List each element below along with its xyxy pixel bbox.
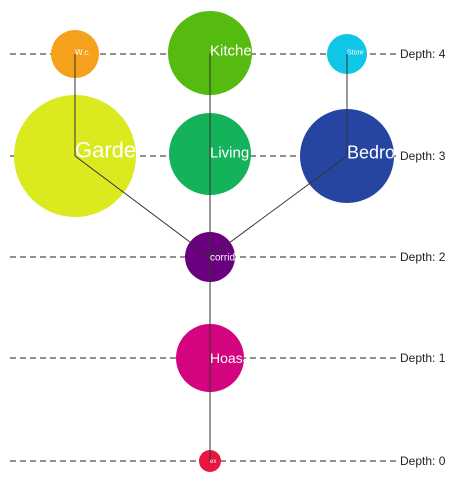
edge-corridor-garden (74, 155, 211, 258)
node-label-hoasa: Hoasa (210, 350, 251, 366)
depth-label-4: Depth: 4 (400, 47, 446, 61)
node-label-store: Store (347, 49, 364, 56)
node-label-living: Living (210, 144, 249, 161)
depth-label-0: Depth: 0 (400, 454, 446, 468)
node-label-wc: W.c. (75, 48, 91, 57)
edge-corridor-bedroom (209, 155, 348, 258)
depth-label-3: Depth: 3 (400, 149, 446, 163)
depth-label-2: Depth: 2 (400, 250, 446, 264)
node-label-garden: Garden (75, 138, 148, 163)
edges (74, 53, 348, 461)
depth-labels: Depth: 4 Depth: 3 Depth: 2 Depth: 1 Dept… (400, 47, 446, 468)
depth-label-1: Depth: 1 (400, 351, 446, 365)
node-label-corridor: corridor (210, 253, 245, 264)
nodes (14, 11, 394, 472)
node-label-root: ex (210, 459, 216, 465)
node-label-kitchen: Kitchen (210, 42, 260, 59)
node-label-bedroom: Bedroom (347, 142, 420, 162)
node-labels: ex Hoasa corridor Garden Living Bedroom … (75, 42, 420, 465)
